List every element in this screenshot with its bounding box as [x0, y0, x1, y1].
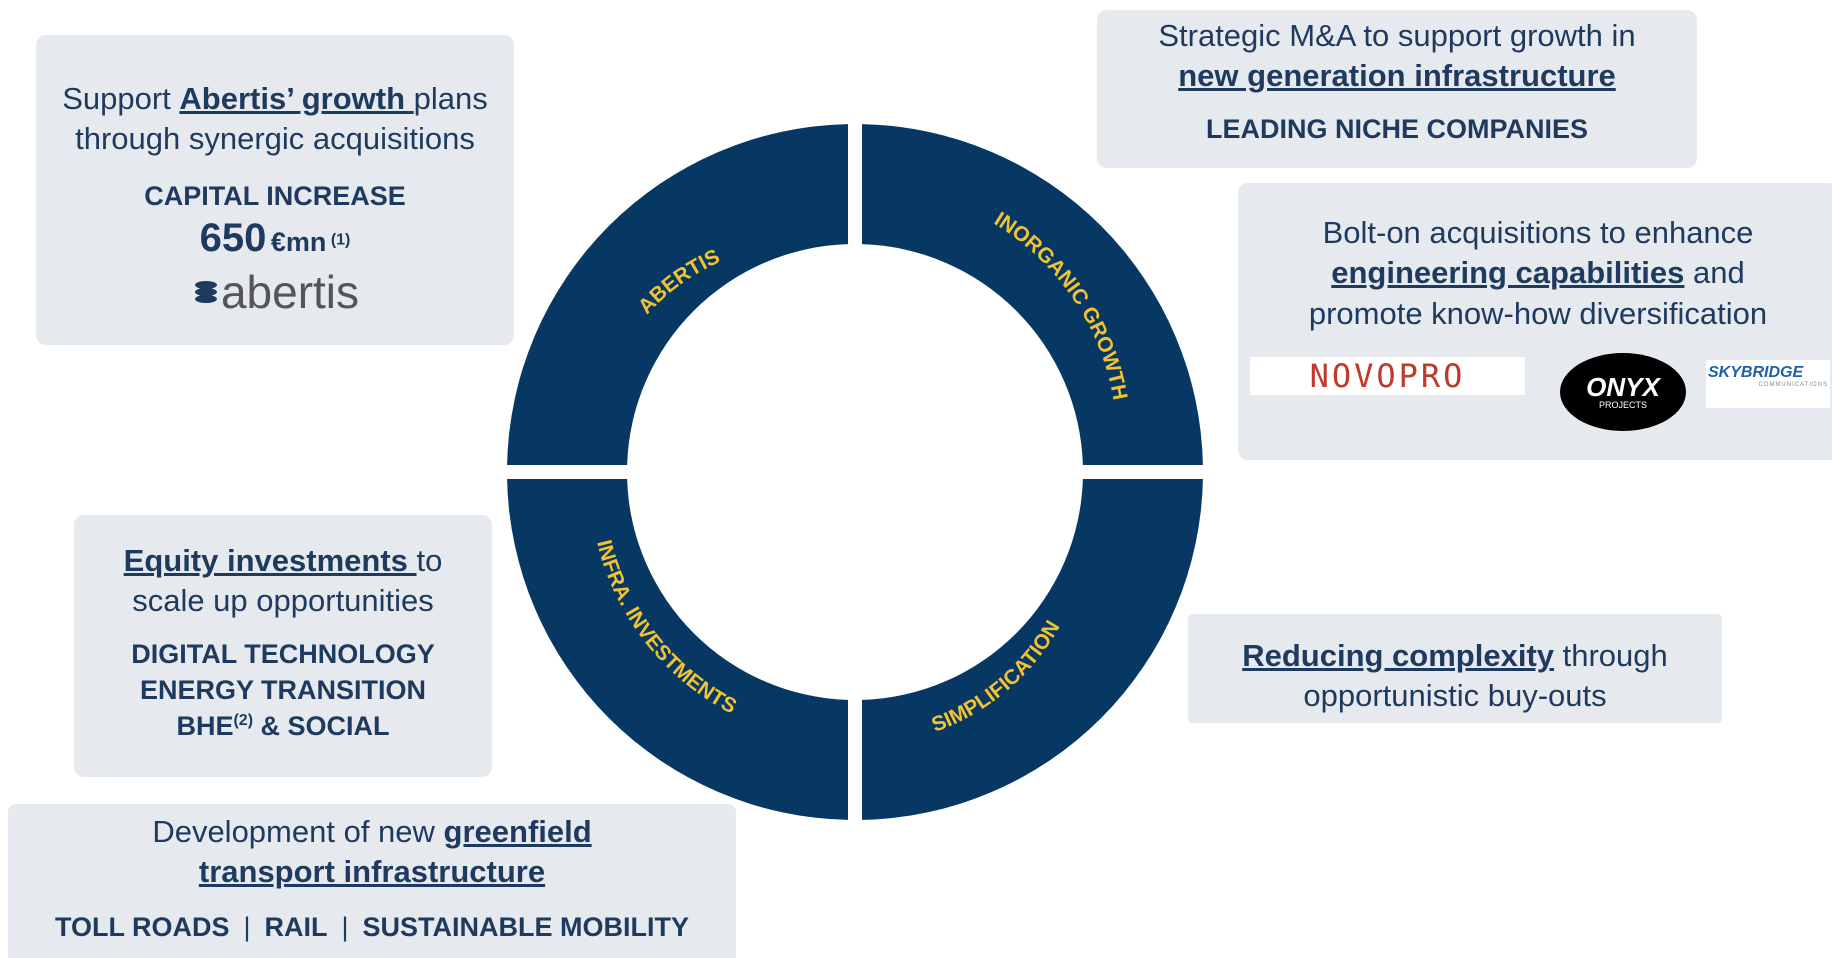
greenfield-keyword2: transport infrastructure [198, 854, 546, 890]
boltons-line2-post: and [1684, 255, 1745, 291]
caps-separator: | [243, 911, 251, 942]
abertis-caps: CAPITAL INCREASE [144, 180, 406, 211]
equity-caps2: ENERGY TRANSITION [139, 675, 427, 706]
segment-abertis [507, 124, 849, 466]
amount-value: 650 [199, 216, 267, 261]
skybridge-logo-subtext: COMMUNICATIONS [1758, 382, 1828, 388]
onyx-logo: ONYX PROJECTS [1560, 353, 1686, 431]
caps-sustainable-mobility: SUSTAINABLE MOBILITY [362, 911, 690, 942]
strategy-wheel: ABERTIS INORGANIC GROWTH SIMPLIFICATION … [507, 124, 1203, 820]
equity-caps1: DIGITAL TECHNOLOGY [131, 638, 435, 669]
greenfield-box: Development of new greenfield transport … [8, 804, 736, 958]
caps-rail: RAIL [264, 911, 328, 942]
simplification-box: Reducing complexity through opportunisti… [1188, 614, 1722, 723]
skybridge-logo-text: SKYBRIDGE [1708, 364, 1804, 381]
greenfield-keyword1: greenfield [443, 814, 592, 849]
abertis-box: Support Abertis’ growth plans through sy… [36, 35, 514, 345]
simplification-text-post: through [1554, 638, 1668, 673]
equity-keyword: Equity investments [123, 543, 417, 578]
segment-infra-investments [507, 478, 849, 820]
abertis-logo-icon [194, 281, 217, 304]
skybridge-logo: SKYBRIDGE COMMUNICATIONS [1706, 360, 1830, 408]
equity-caps3: BHE(2) & SOCIAL [74, 708, 492, 744]
ma-keyword: new generation infrastructure [1178, 58, 1616, 94]
abertis-line2: through synergic acquisitions [75, 121, 475, 157]
caps-toll-roads: TOLL ROADS [54, 911, 230, 942]
equity-caps3-note: (2) [233, 712, 254, 730]
simplification-keyword: Reducing complexity [1242, 638, 1555, 673]
boltons-line1: Bolt-on acquisitions to enhance [1322, 215, 1754, 250]
amount-unit: €mn [270, 227, 327, 258]
ma-box: Strategic M&A to support growth in new g… [1097, 10, 1697, 168]
novopro-logo-text: NOVOPRO [1309, 357, 1466, 395]
abertis-text-pre: Support [62, 81, 180, 116]
equity-line2: scale up opportunities [132, 583, 434, 619]
onyx-logo-text: ONYX [1586, 371, 1660, 402]
greenfield-text-pre: Development of new [152, 814, 444, 849]
abertis-text-post: plans [413, 81, 488, 116]
equity-text-post: to [416, 543, 443, 578]
abertis-keyword: Abertis’ growth [179, 81, 414, 116]
segment-inorganic-growth [861, 124, 1203, 466]
abertis-description: Support Abertis’ growth plans [36, 79, 514, 119]
simplification-line2: opportunistic buy-outs [1303, 678, 1607, 714]
abertis-logo-text: abertis [220, 266, 360, 319]
novopro-logo: NOVOPRO [1250, 357, 1525, 395]
boltons-box: Bolt-on acquisitions to enhance engineer… [1238, 183, 1832, 460]
ma-line1: Strategic M&A to support growth in [1158, 18, 1636, 53]
abertis-logo: abertis [36, 265, 514, 319]
equity-caps3-post: & SOCIAL [253, 711, 390, 742]
greenfield-caps: TOLL ROADS | RAIL | SUSTAINABLE MOBILITY [8, 909, 736, 945]
segment-simplification [861, 478, 1203, 820]
boltons-line3: promote know-how diversification [1308, 295, 1768, 331]
onyx-logo-subtext: PROJECTS [1598, 399, 1647, 410]
equity-box: Equity investments to scale up opportuni… [74, 515, 492, 777]
ma-caps: LEADING NICHE COMPANIES [1205, 113, 1589, 144]
boltons-keyword: engineering capabilities [1331, 255, 1685, 291]
caps-separator: | [341, 911, 349, 942]
equity-caps3-pre: BHE [176, 711, 234, 742]
amount-note: (1) [330, 231, 351, 249]
abertis-amount: 650 €mn (1) [36, 216, 514, 261]
